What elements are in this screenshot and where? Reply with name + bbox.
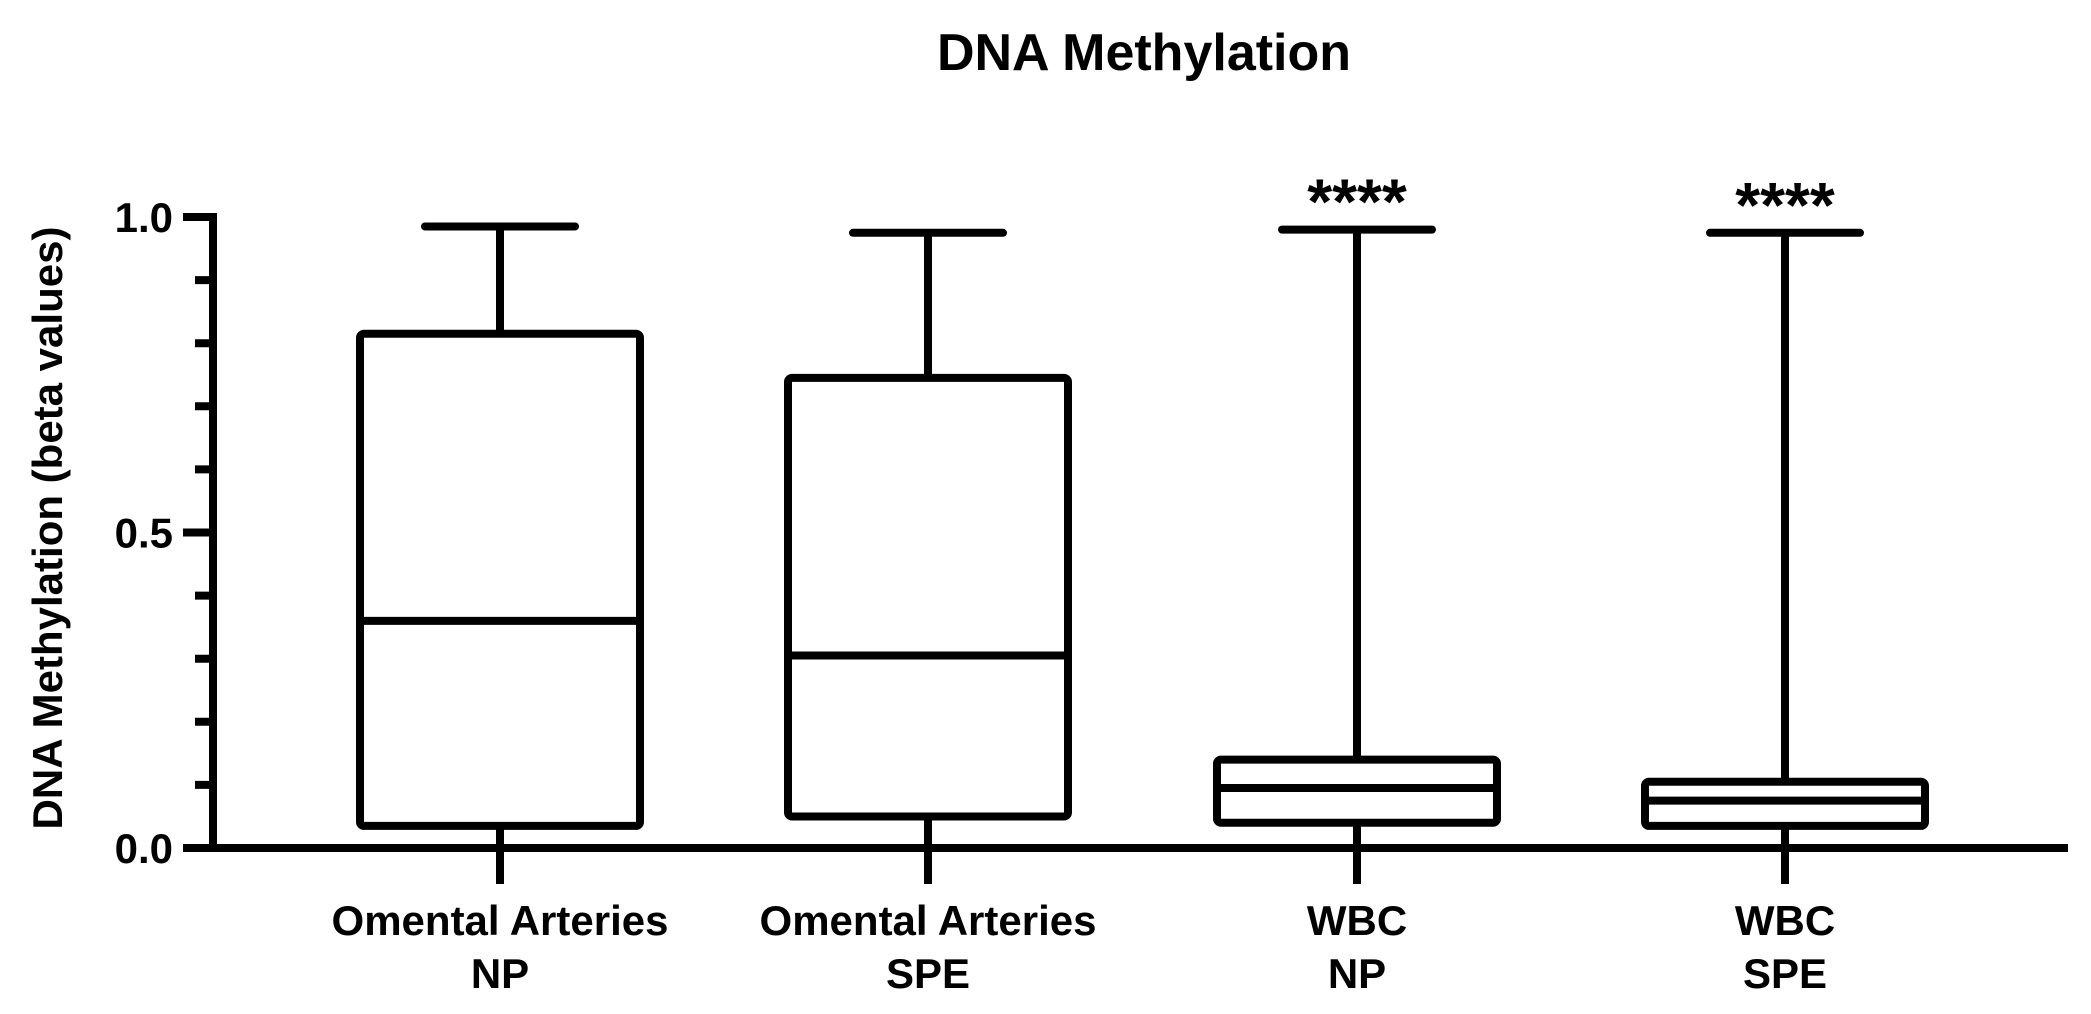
chart-title: DNA Methylation <box>937 24 1351 82</box>
category-label-line1: WBC <box>1735 897 1835 944</box>
category-label-line1: Omental Arteries <box>760 897 1097 944</box>
box-group <box>784 228 1072 884</box>
iqr-box <box>356 329 644 830</box>
y-tick-label: 0.0 <box>115 825 173 872</box>
box-group <box>356 222 644 884</box>
significance-annotation: **** <box>1735 169 1835 241</box>
category-label-line2: NP <box>1328 950 1386 997</box>
boxes: **** **** <box>356 166 1929 884</box>
y-axis-label: DNA Methylation (beta values) <box>24 227 71 830</box>
iqr-box <box>784 373 1072 821</box>
category-label-line2: NP <box>471 950 529 997</box>
category-label-line1: WBC <box>1307 897 1407 944</box>
y-tick-label: 1.0 <box>115 194 173 241</box>
category-label-line1: Omental Arteries <box>332 897 669 944</box>
box-group: **** <box>1641 169 1929 884</box>
y-tick-label: 0.5 <box>115 510 173 557</box>
category-label-line2: SPE <box>1743 950 1827 997</box>
significance-annotation: **** <box>1307 166 1407 238</box>
box-group: **** <box>1213 166 1501 884</box>
category-label-line2: SPE <box>886 950 970 997</box>
